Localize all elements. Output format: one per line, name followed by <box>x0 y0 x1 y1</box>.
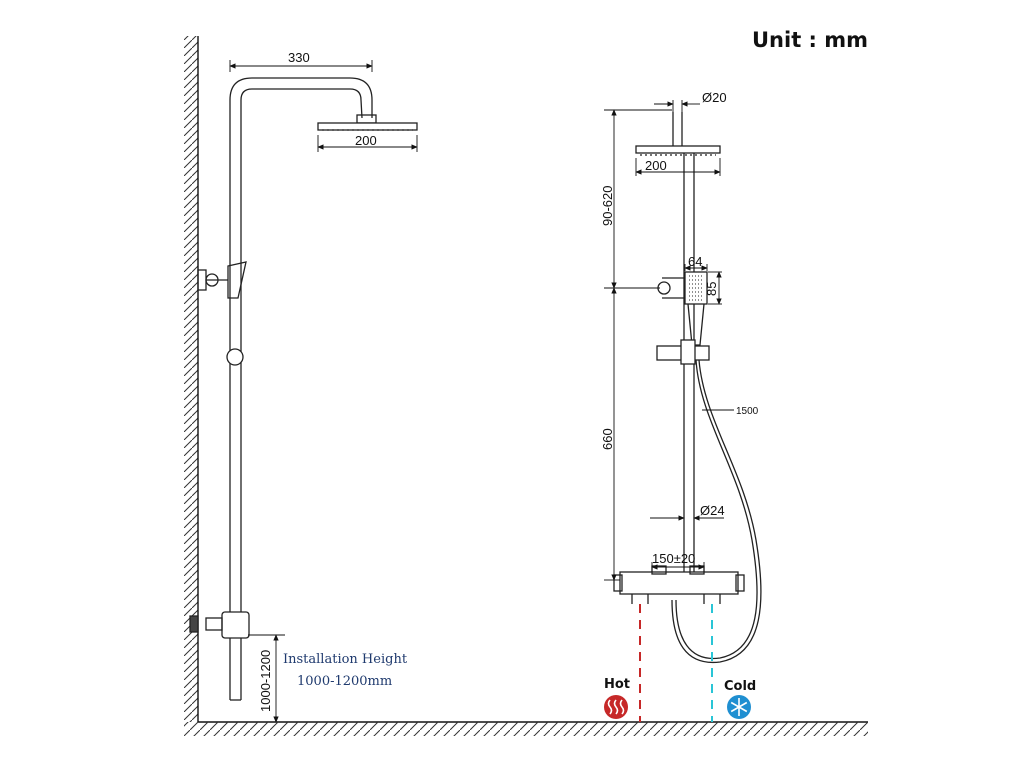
side-head-width-label: 200 <box>355 133 377 148</box>
bar-diameter-label: Ø24 <box>700 503 725 518</box>
hose-length-label: 1500 <box>736 406 759 417</box>
top-pipe-diameter-label: Ø20 <box>702 90 727 105</box>
install-height-title: Installation Height <box>283 652 408 667</box>
side-view <box>189 77 418 701</box>
inlet-spacing-label: 150±20 <box>652 551 695 566</box>
upper-height-label: 90-620 <box>600 186 615 226</box>
hot-label: Hot <box>604 677 630 692</box>
front-head-width-label: 200 <box>645 158 667 173</box>
lower-height-label: 660 <box>600 428 615 450</box>
cold-label: Cold <box>724 679 756 694</box>
floor <box>184 721 868 736</box>
snowflake-icon <box>727 695 751 719</box>
heat-waves-icon <box>604 695 628 719</box>
handset-height-label: 85 <box>704 282 719 296</box>
unit-label: Unit : mm <box>752 28 868 52</box>
side-dims <box>229 60 418 723</box>
wall <box>184 36 199 722</box>
arm-length-label: 330 <box>288 50 310 65</box>
handset-width-label: 64 <box>688 254 702 269</box>
install-height-dim-label: 1000-1200 <box>258 650 273 712</box>
install-height-value: 1000-1200mm <box>297 674 392 689</box>
front-dims <box>604 100 734 581</box>
front-view <box>613 112 762 664</box>
